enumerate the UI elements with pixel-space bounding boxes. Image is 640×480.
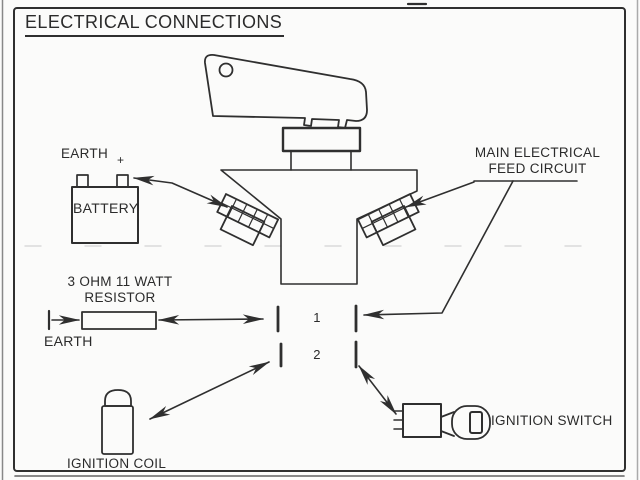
coil-to-contact2-arrow	[149, 361, 270, 420]
feed-to-contact1-arrow	[363, 180, 514, 320]
resistor-drawing	[47, 309, 157, 331]
resistor-label: 3 OHM 11 WATT RESISTOR	[50, 274, 190, 305]
connection-arrows	[133, 175, 578, 420]
ignition-coil-label: IGNITION COIL	[67, 456, 167, 471]
switch-terminal-left	[216, 193, 280, 247]
ignition-coil-drawing	[101, 389, 134, 455]
page-title: ELECTRICAL CONNECTIONS	[25, 12, 285, 37]
battery-plus-label: +	[117, 153, 125, 167]
terminal-1-label: 1	[313, 310, 321, 325]
ignition-switch-label: IGNITION SWITCH	[491, 413, 613, 428]
switch-terminal-right	[356, 193, 420, 247]
main-feed-label: MAIN ELECTRICAL FEED CIRCUIT	[455, 145, 620, 176]
feed-to-terminal-arrow	[405, 181, 475, 208]
key-hole	[218, 62, 234, 78]
resistor-line2: RESISTOR	[84, 289, 156, 305]
battery-drawing	[71, 174, 139, 244]
terminal-bars	[276, 304, 358, 369]
ignition-switch-drawing	[393, 403, 491, 440]
terminal-2-label: 2	[313, 347, 321, 362]
switch-to-contact2-arrow	[358, 365, 397, 415]
resistor-line1: 3 OHM 11 WATT	[67, 274, 173, 289]
earth-label-battery: EARTH	[61, 146, 109, 161]
main-feed-line2: FEED CIRCUIT	[488, 160, 587, 176]
resistor-to-contact1-arrow	[158, 314, 264, 325]
master-switch-drawing	[216, 126, 420, 285]
main-feed-line1: MAIN ELECTRICAL	[474, 145, 601, 160]
key-drawing	[204, 54, 368, 129]
earth-label-resistor: EARTH	[44, 333, 93, 349]
battery-label: BATTERY	[73, 200, 139, 216]
battery-to-switch-arrow	[133, 175, 228, 208]
